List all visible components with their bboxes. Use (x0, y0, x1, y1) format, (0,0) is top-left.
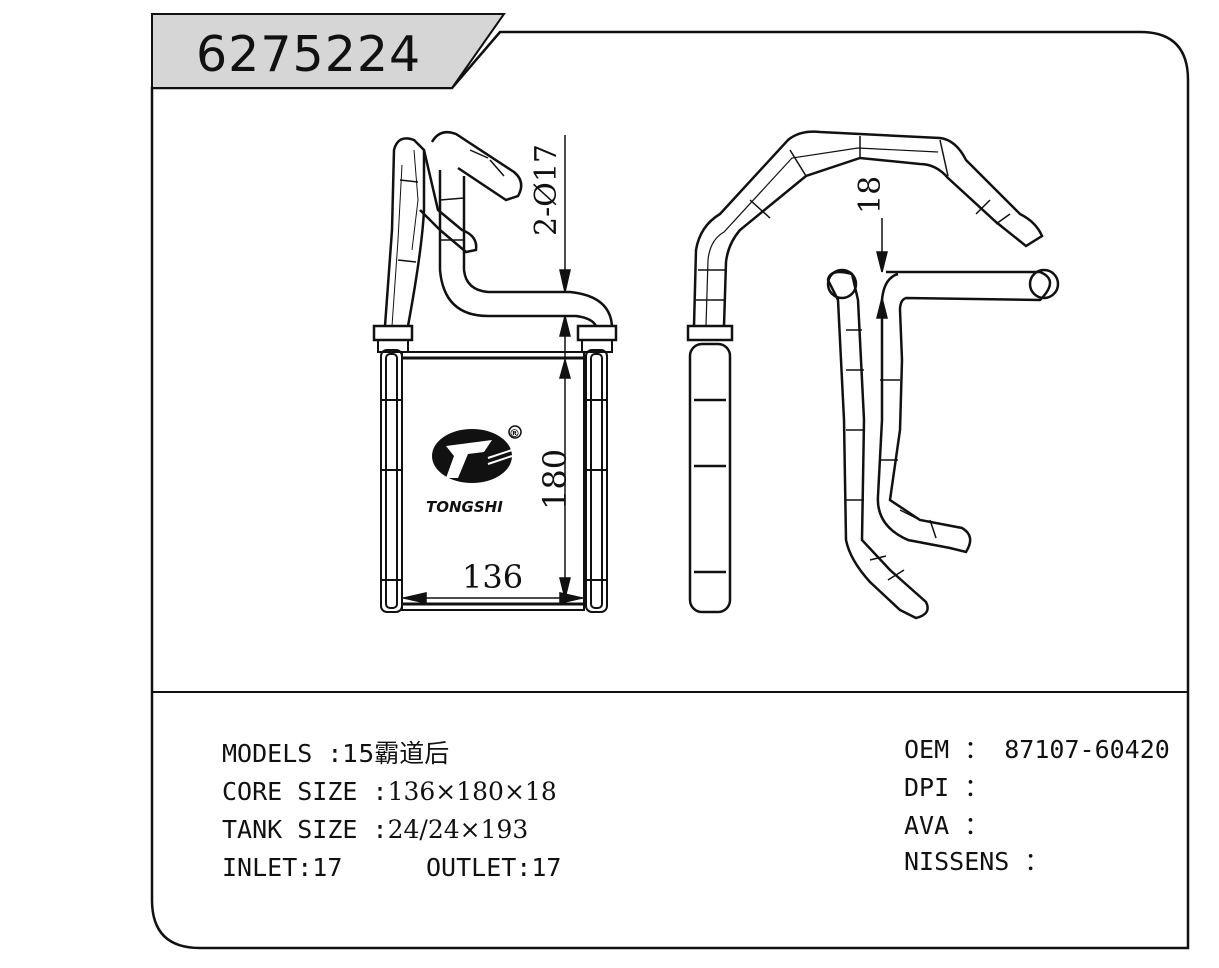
core-size-value: 136×180×18 (387, 777, 557, 806)
inlet-label: INLET:17 (222, 853, 343, 882)
pipe-diameter-label: 2-Ø17 (529, 144, 564, 236)
brand-name: TONGSHI (426, 498, 503, 516)
tank-size-label: TANK SIZE : (222, 815, 388, 844)
width-label: 136 (462, 558, 523, 596)
oem-label: OEM ： 87107-60420 (904, 735, 1170, 764)
core-size-label: CORE SIZE : (222, 777, 388, 806)
sheet-border (150, 30, 1190, 950)
registered-mark: ® (509, 427, 520, 440)
ava-label: AVA ： (904, 811, 990, 840)
outlet-label: OUTLET:17 (426, 853, 562, 882)
models-label: MODELS : (222, 739, 343, 768)
pipe-view (826, 268, 1060, 620)
height-label: 180 (536, 449, 574, 510)
core-size-row: CORE SIZE :136×180×18 (222, 779, 557, 804)
thickness-label: 18 (853, 176, 888, 214)
left-tank (380, 349, 403, 613)
right-tank (585, 349, 608, 613)
nissens-label: NISSENS ： (904, 847, 1050, 876)
title-tab (151, 13, 506, 89)
models-value: 15霸道后 (342, 739, 450, 768)
front-view (372, 131, 618, 613)
dpi-label: DPI ： (904, 773, 990, 802)
tank-size-value: 24/24×193 (387, 815, 529, 844)
tank-size-row: TANK SIZE :24/24×193 (222, 817, 528, 842)
side-view (686, 130, 1044, 614)
tongshi-logo: ® TONGSHI (426, 425, 522, 516)
models-row: MODELS :15霸道后 (222, 741, 449, 766)
part-number-title: 6275224 (196, 26, 422, 83)
